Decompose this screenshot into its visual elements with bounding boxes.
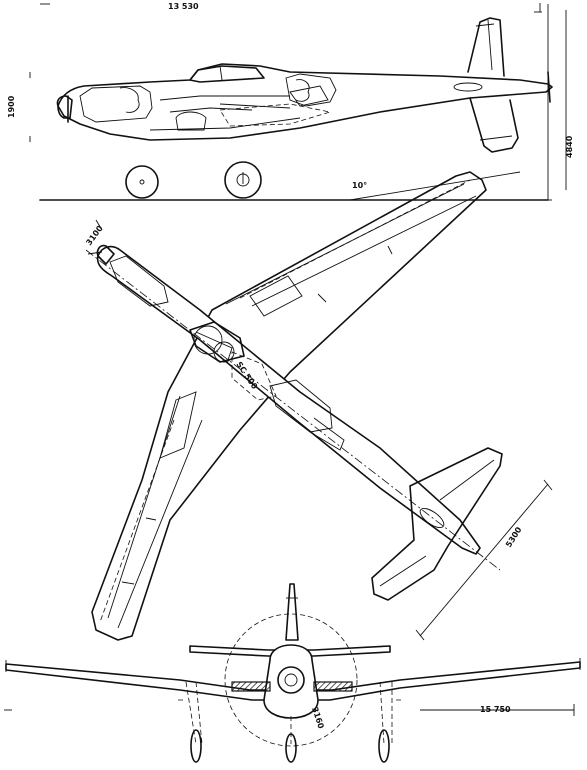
top-rear-engine — [269, 379, 333, 433]
side-view: 13 530 — [7, 2, 574, 201]
height-dimension-front: 1900 — [7, 72, 31, 142]
wingspan-dimension: 15 750 — [4, 704, 575, 716]
length-dimension: 13 530 — [40, 2, 542, 13]
prop-rear-label: 3160 — [310, 706, 326, 730]
front-landing-gear — [178, 681, 404, 763]
front-wheel-right — [378, 729, 390, 763]
side-roundel — [453, 82, 483, 92]
front-view: 3160 15 750 — [4, 583, 581, 763]
top-canopy — [189, 321, 245, 363]
top-bomb-outline — [231, 351, 277, 401]
side-main-wheel — [224, 161, 262, 199]
top-flap-lower — [159, 391, 197, 459]
prop-front-label: 3100 — [84, 224, 105, 248]
tailplane-span-label: 5300 — [504, 525, 524, 549]
top-centerline — [85, 249, 501, 571]
top-front-engine — [109, 255, 169, 307]
side-vertical-fin — [467, 17, 505, 77]
height-total-label: 4840 — [565, 135, 574, 158]
top-tailplane — [371, 447, 503, 601]
front-vertical-fin — [285, 583, 299, 641]
prop-disc — [224, 613, 358, 747]
top-front-spinner — [96, 244, 115, 265]
top-fuselage — [96, 245, 481, 555]
side-rear-engine — [285, 73, 337, 107]
prop-front-dimension: 3100 — [84, 219, 105, 248]
side-nose-wheel — [125, 165, 159, 199]
side-front-spinner — [56, 95, 73, 119]
side-fuselage — [57, 63, 553, 141]
front-radiator-left — [231, 681, 271, 692]
wingspan-label: 15 750 — [480, 705, 511, 714]
front-spinner — [277, 666, 305, 694]
height-front-label: 1900 — [7, 95, 16, 118]
side-canopy — [189, 65, 265, 83]
top-view: SC 500 3100 5300 — [84, 171, 553, 641]
front-radiator-right — [313, 681, 353, 692]
top-main-wing — [91, 171, 487, 641]
front-wheel-left — [190, 729, 202, 763]
ground-angle-label: 10° — [352, 181, 367, 190]
front-wheel-nose — [285, 733, 297, 763]
height-dimension-total: 4840 — [544, 4, 574, 201]
side-ventral-fin — [469, 97, 519, 153]
top-flap-upper — [249, 275, 303, 317]
length-label: 13 530 — [168, 2, 199, 11]
side-front-engine — [79, 85, 153, 123]
top-roundel — [419, 507, 445, 529]
front-fuselage — [263, 644, 319, 719]
